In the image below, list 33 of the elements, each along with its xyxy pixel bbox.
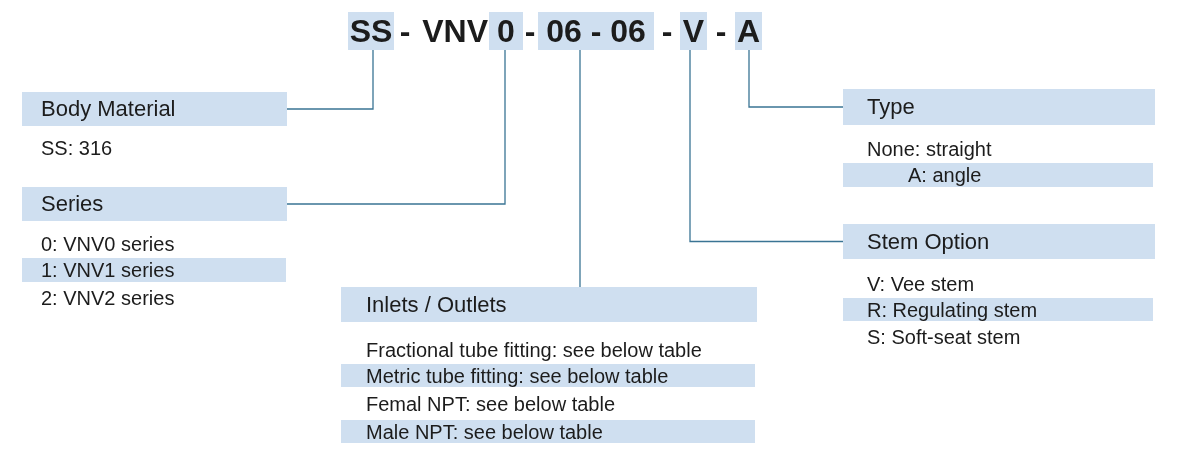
leader-line (748, 49, 844, 108)
option-row: 1: VNV1 series (22, 258, 286, 282)
option-text: Femal NPT: see below table (366, 394, 615, 414)
separator-dash: - (524, 15, 536, 47)
separator-dash: - (661, 15, 673, 47)
option-text: 0: VNV0 series (41, 234, 175, 254)
code-segment: 0 (489, 12, 523, 50)
option-text: 2: VNV2 series (41, 288, 175, 308)
code-text: VNV (422, 15, 488, 47)
code-segment: A (735, 12, 762, 50)
option-text: None: straight (867, 139, 992, 159)
option-text: Fractional tube fitting: see below table (366, 340, 702, 360)
heading-band: Body Material (22, 92, 287, 126)
code-segment: V (680, 12, 707, 50)
heading-band: Inlets / Outlets (341, 287, 757, 322)
option-row: Male NPT: see below table (341, 420, 755, 443)
option-row: Metric tube fitting: see below table (341, 364, 755, 387)
separator-dash: - (399, 15, 411, 47)
option-text: S: Soft-seat stem (867, 327, 1021, 347)
code-segment: SS (348, 12, 394, 50)
option-text: SS: 316 (41, 138, 113, 158)
leader-line (689, 49, 844, 243)
leader-line (579, 49, 581, 288)
option-text: V: Vee stem (867, 274, 975, 294)
heading-band: Stem Option (843, 224, 1155, 259)
option-row: A: angle (843, 163, 1153, 187)
option-row: R: Regulating stem (843, 298, 1153, 321)
leader-line (286, 49, 506, 205)
separator-dash: - (715, 15, 727, 47)
leader-line (286, 49, 374, 110)
heading-band: Series (22, 187, 287, 221)
code-segment: 06 - 06 (538, 12, 654, 50)
heading-band: Type (843, 89, 1155, 125)
